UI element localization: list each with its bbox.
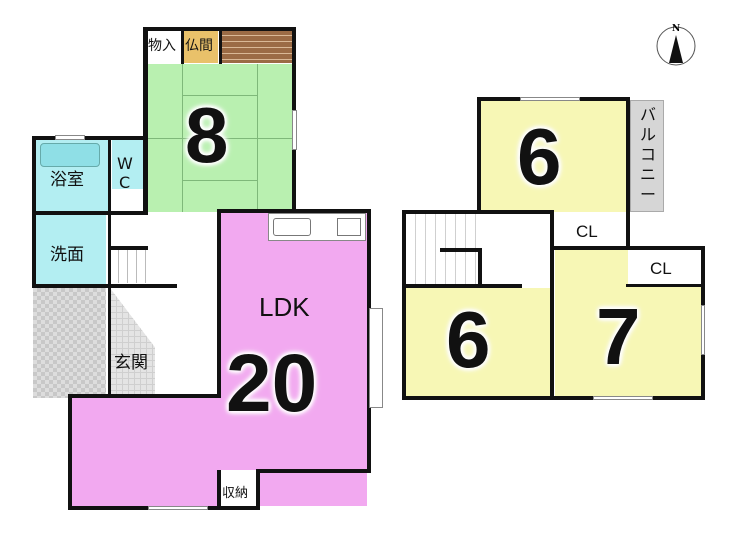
- entrance-label: 玄関: [114, 353, 148, 373]
- room-bath: [36, 139, 109, 211]
- closet-a-label: CL: [576, 222, 598, 241]
- window: [55, 135, 85, 140]
- compass-north-label: N: [672, 24, 681, 34]
- room-wc: [112, 139, 144, 211]
- porch: [33, 288, 106, 398]
- closet-1f-label: 収納: [222, 486, 249, 501]
- bath-label: 浴室: [50, 170, 84, 190]
- room-bedroom-sw: [406, 288, 553, 396]
- window: [148, 506, 208, 510]
- bedroom-se-size-label: 7: [596, 292, 641, 381]
- window: [520, 97, 580, 101]
- washitsu-size-label: 8: [185, 91, 229, 179]
- balcony: [630, 100, 664, 212]
- storage-label: 物入: [148, 38, 176, 54]
- kitchen-counter: [268, 213, 366, 241]
- compass-icon: [656, 26, 696, 66]
- window: [292, 110, 297, 150]
- room-washitsu: [147, 64, 293, 212]
- room-storage: [147, 30, 181, 63]
- room-butsuma: [184, 30, 218, 63]
- wc-label-w: W: [117, 154, 133, 173]
- room-bedroom-north: [481, 100, 627, 212]
- balcony-label: バ ル コ ニ ー: [639, 105, 656, 204]
- room-closet-2f-b: [629, 250, 701, 285]
- washroom-label: 洗面: [50, 245, 84, 265]
- window: [701, 305, 705, 355]
- ldk-label: LDK: [259, 292, 310, 322]
- bedroom-north-size-label: 6: [517, 112, 562, 201]
- bay-window: [369, 308, 383, 408]
- room-closet-2f-a: [554, 214, 627, 247]
- ldk-size-label: 20: [226, 338, 318, 429]
- shelf-tokonoma: [222, 30, 292, 63]
- north-compass: N: [655, 24, 697, 67]
- wc-label-c: C: [119, 173, 131, 192]
- bedroom-sw-size-label: 6: [446, 295, 491, 384]
- room-closet-1f: [220, 470, 256, 506]
- room-washroom: [36, 215, 106, 285]
- window: [593, 396, 653, 400]
- closet-b-label: CL: [650, 259, 672, 278]
- butsuma-label: 仏間: [185, 38, 213, 54]
- stairs-1f: [110, 250, 146, 283]
